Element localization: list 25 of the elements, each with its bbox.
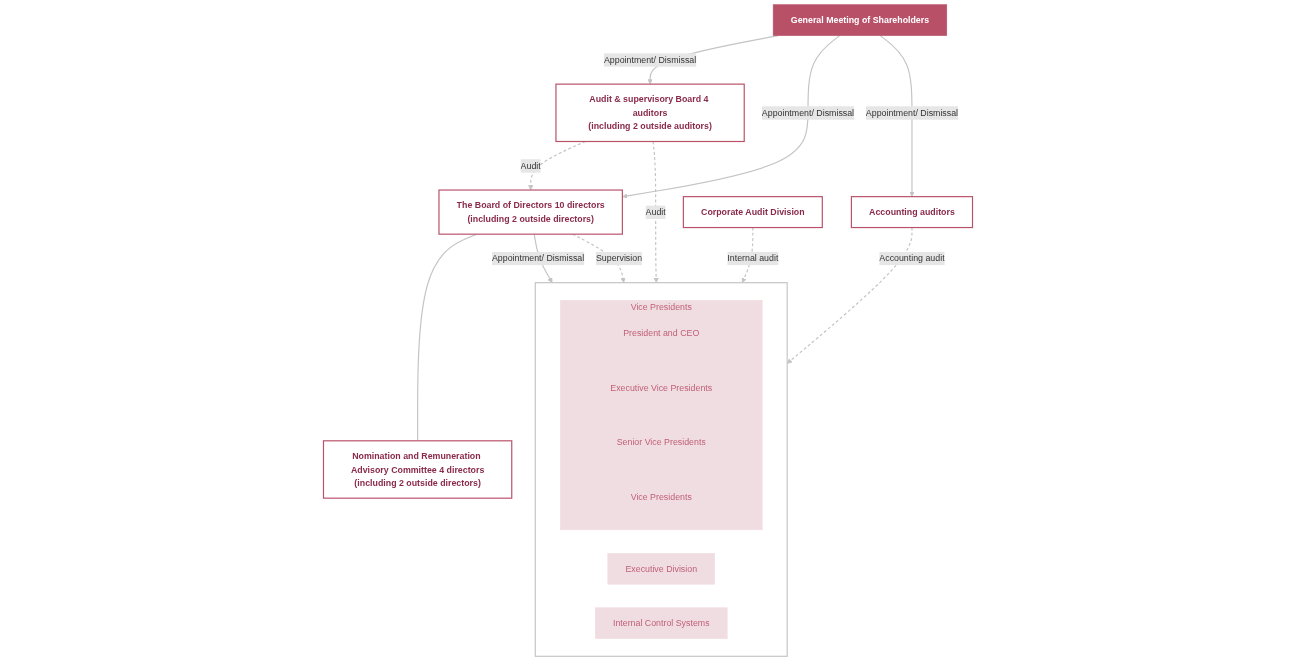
- arrow: [741, 226, 754, 283]
- edge-label: Appointment/ Dismissal: [491, 252, 585, 263]
- node-text: Vice Presidents: [630, 491, 692, 502]
- edge-label: Appointment/ Dismissal: [865, 107, 959, 118]
- edge-label: Audit: [520, 160, 541, 171]
- edge-label: Appointment/ Dismissal: [761, 107, 855, 118]
- arrow: [879, 35, 915, 197]
- cluster: [534, 282, 788, 657]
- edge-label: Audit: [645, 206, 666, 217]
- node-text: Senior Vice Presidents: [616, 436, 706, 447]
- node-text: Executive Vice Presidents: [610, 382, 713, 393]
- node-text: President and CEO: [623, 328, 700, 338]
- node-box: Corporate Audit Division: [682, 196, 823, 229]
- node-box: General Meeting of Shareholders: [772, 4, 948, 36]
- edge-label: Internal audit: [727, 252, 779, 263]
- node-box: Executive Division: [607, 553, 715, 585]
- node-box: The Board of Directors 10 directors (including 2 outside directors): [438, 189, 623, 235]
- node-box: Accounting auditors: [850, 196, 974, 229]
- node-box: Nomination and Remuneration Advisory Committee 4 directors (including 2 outside directors): [322, 440, 513, 499]
- edge-label: Supervision: [595, 252, 643, 263]
- arrow: [652, 140, 659, 283]
- edge-label: Appointment/ Dismissal: [603, 54, 697, 65]
- node-box: Internal Control Systems: [595, 607, 728, 639]
- node-box: Audit & supervisory Board 4 auditors (including 2 outside auditors): [555, 83, 745, 143]
- edge-label: Accounting audit: [879, 252, 945, 263]
